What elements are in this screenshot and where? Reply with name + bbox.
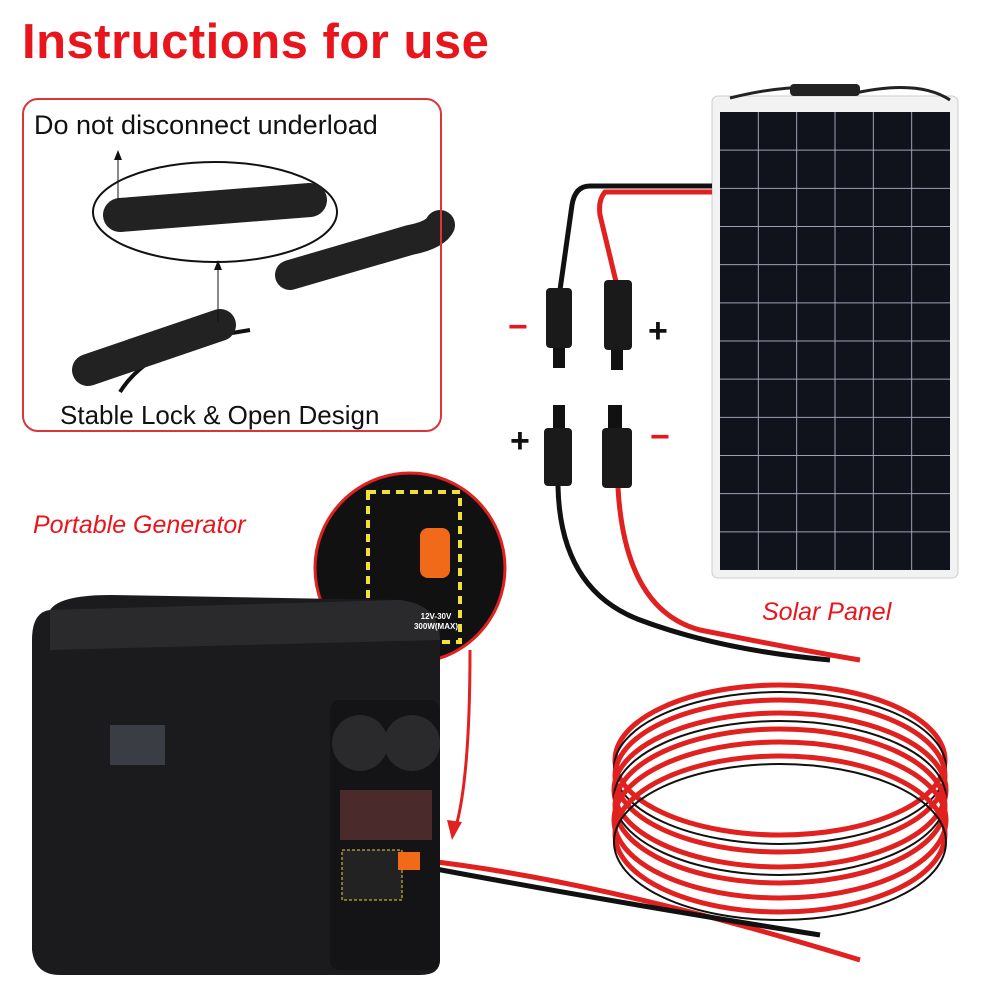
connector-design-caption: Stable Lock & Open Design <box>60 400 380 430</box>
polarity-minus-lower: − <box>650 418 670 456</box>
generator-label: Portable Generator <box>33 511 246 539</box>
page-title: Instructions for use <box>22 15 490 69</box>
connector-photo <box>72 150 455 394</box>
cable-coil <box>611 682 949 921</box>
connector-callout-box <box>22 98 442 432</box>
xt60-port-icon <box>420 528 450 578</box>
mc4-connector-upper-right <box>604 280 632 370</box>
port-voltage-spec: 12V-30V <box>420 612 452 621</box>
polarity-minus-upper: − <box>508 308 528 346</box>
connector-warning-caption: Do not disconnect underload <box>34 110 378 140</box>
polarity-plus-upper: + <box>648 312 668 350</box>
solar-panel-label: Solar Panel <box>762 598 892 626</box>
port-power-spec: 300W(MAX) <box>413 622 458 631</box>
solar-panel <box>711 84 959 579</box>
mc4-connector-lower-right <box>602 405 632 488</box>
mc4-connector-lower-left <box>544 405 572 486</box>
portable-generator <box>32 595 440 975</box>
mc4-connector-upper-left <box>546 288 572 368</box>
polarity-plus-lower: + <box>510 422 530 460</box>
